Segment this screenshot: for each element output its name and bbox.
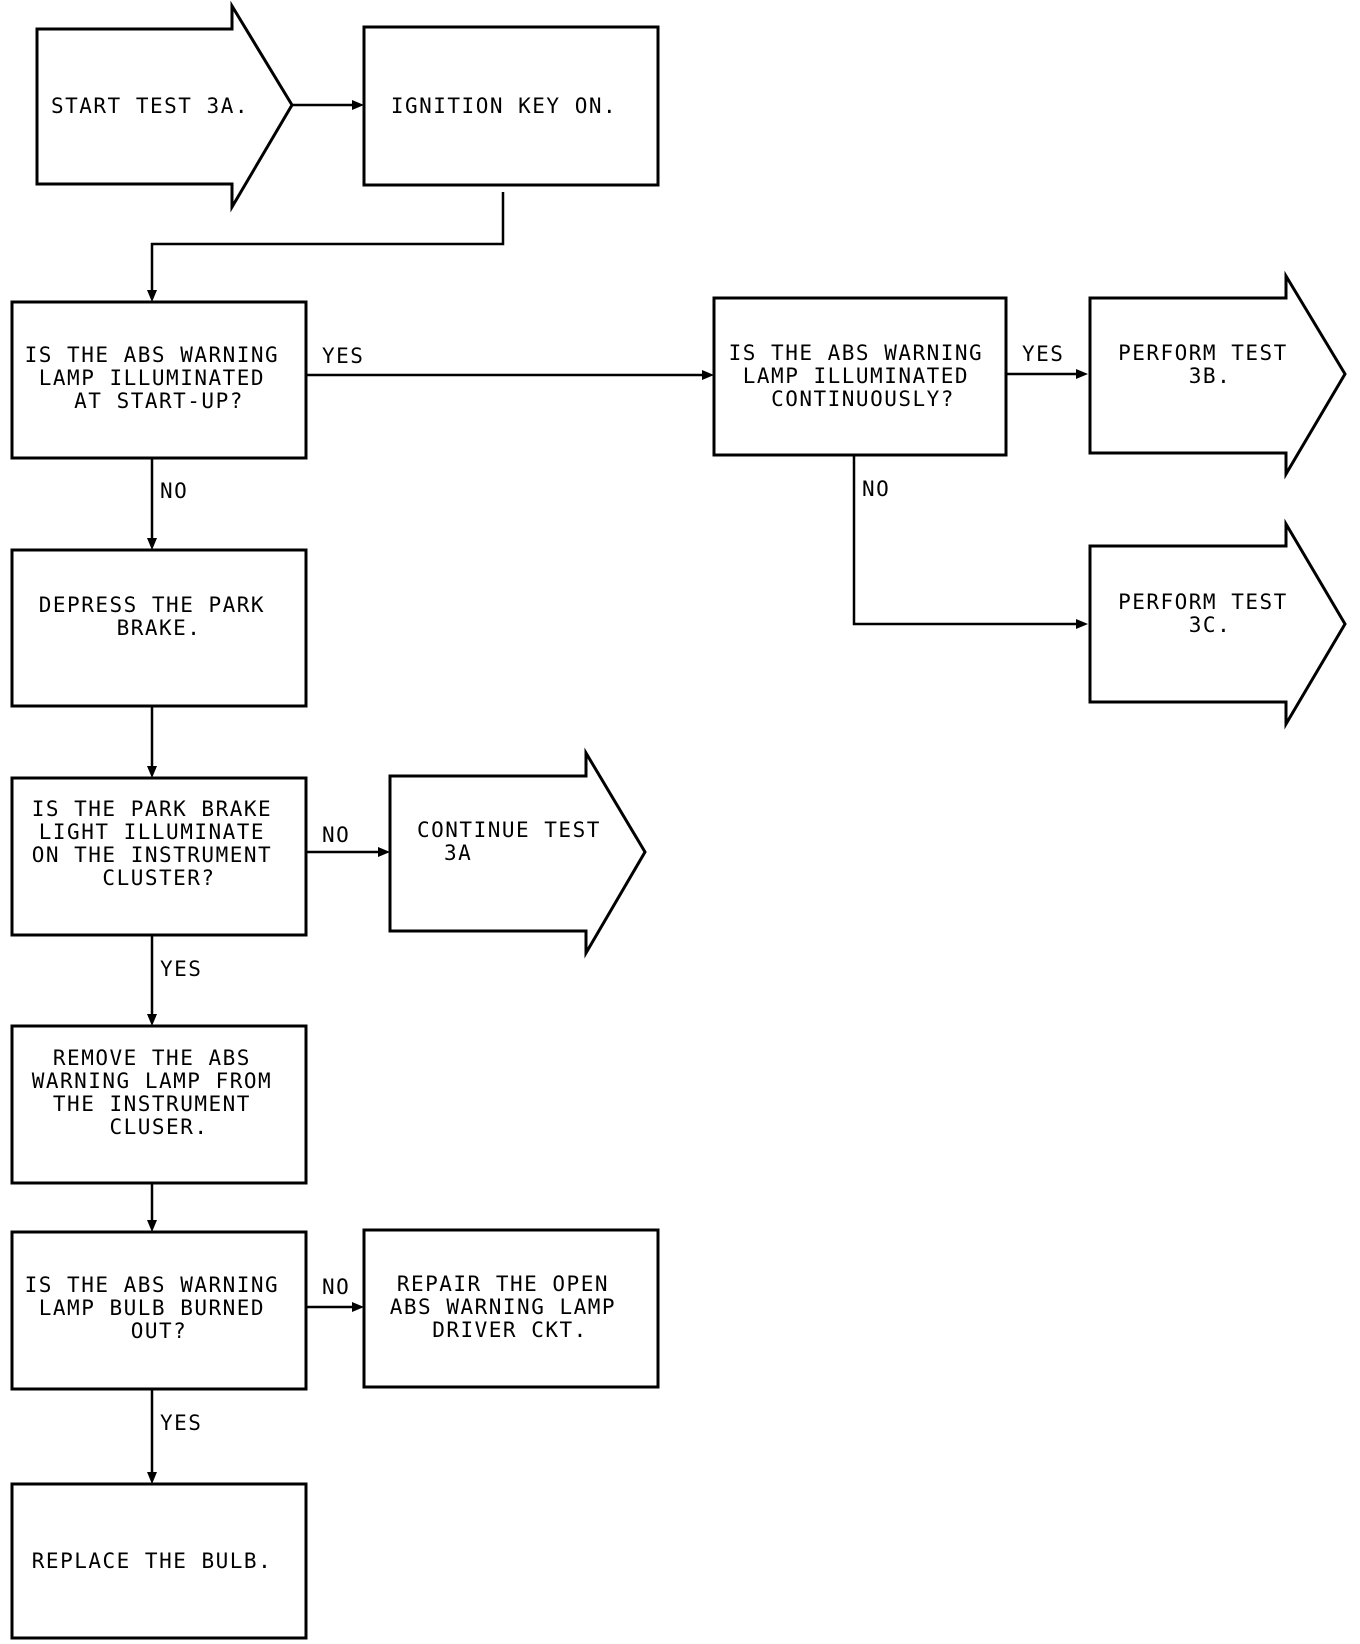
node-start-test-3a: START TEST 3A. <box>35 0 294 213</box>
node-label: DEPRESS THE PARK BRAKE. <box>39 593 279 640</box>
node-ignition-key-on: IGNITION KEY ON. <box>362 25 660 187</box>
node-question-lamp-at-startup: IS THE ABS WARNING LAMP ILLUMINATED AT S… <box>10 300 308 460</box>
node-label: START TEST 3A. <box>51 94 249 118</box>
node-continue-test-3a: CONTINUE TEST 3A <box>388 747 647 959</box>
node-label: REPLACE THE BULB. <box>32 1549 272 1573</box>
node-question-lamp-continuously: IS THE ABS WARNING LAMP ILLUMINATED CONT… <box>712 296 1008 457</box>
arrowhead <box>378 847 390 857</box>
arrowhead <box>1076 369 1088 379</box>
edge-label-startup-no: NO <box>160 479 188 503</box>
node-perform-test-3c: PERFORM TEST 3C. <box>1088 518 1347 730</box>
node-label: CONTINUE TEST 3A <box>417 818 615 865</box>
node-perform-test-3b: PERFORM TEST 3B. <box>1088 270 1347 480</box>
node-remove-warning-lamp: REMOVE THE ABS WARNING LAMP FROM THE INS… <box>10 1024 308 1185</box>
node-label: PERFORM TEST 3B. <box>1118 341 1302 388</box>
node-question-park-brake-light: IS THE PARK BRAKE LIGHT ILLUMINATE ON TH… <box>10 776 308 937</box>
connector-continuous-no <box>852 455 1078 626</box>
edge-label-parkbrake-yes: YES <box>160 957 202 981</box>
arrowhead <box>352 100 364 110</box>
arrowhead <box>702 370 714 380</box>
node-label: REMOVE THE ABS WARNING LAMP FROM THE INS… <box>32 1046 287 1139</box>
edge-labels: YES NO YES NO NO YES NO YES <box>160 342 1064 1435</box>
node-label: PERFORM TEST 3C. <box>1118 590 1302 637</box>
edge-label-bulb-no: NO <box>322 1275 350 1299</box>
arrowhead <box>147 1220 157 1232</box>
edge-label-parkbrake-no: NO <box>322 823 350 847</box>
edge-label-continuous-yes: YES <box>1022 342 1064 366</box>
node-label: IS THE ABS WARNING LAMP ILLUMINATED AT S… <box>25 343 294 413</box>
arrowhead <box>147 290 157 302</box>
edge-label-bulb-yes: YES <box>160 1411 202 1435</box>
node-depress-park-brake: DEPRESS THE PARK BRAKE. <box>10 548 308 708</box>
node-label: IS THE ABS WARNING LAMP ILLUMINATED CONT… <box>729 341 998 411</box>
arrowhead <box>352 1302 364 1312</box>
edge-label-startup-yes: YES <box>322 344 364 368</box>
node-label: IS THE ABS WARNING LAMP BULB BURNED OUT? <box>25 1273 294 1343</box>
edge-label-continuous-no: NO <box>862 477 890 501</box>
arrowhead <box>147 538 157 550</box>
arrowhead <box>147 766 157 778</box>
connectors <box>147 100 1088 1484</box>
node-repair-driver-circuit: REPAIR THE OPEN ABS WARNING LAMP DRIVER … <box>362 1228 660 1389</box>
connector-ignition-question <box>150 192 505 292</box>
node-label: IGNITION KEY ON. <box>391 94 617 118</box>
arrowhead <box>147 1014 157 1026</box>
node-question-bulb-burned-out: IS THE ABS WARNING LAMP BULB BURNED OUT? <box>10 1230 308 1391</box>
node-label: REPAIR THE OPEN ABS WARNING LAMP DRIVER … <box>390 1272 630 1342</box>
arrowhead <box>147 1472 157 1484</box>
arrowhead <box>1076 619 1088 629</box>
node-label: IS THE PARK BRAKE LIGHT ILLUMINATE ON TH… <box>32 797 287 890</box>
node-replace-bulb: REPLACE THE BULB. <box>10 1482 308 1640</box>
